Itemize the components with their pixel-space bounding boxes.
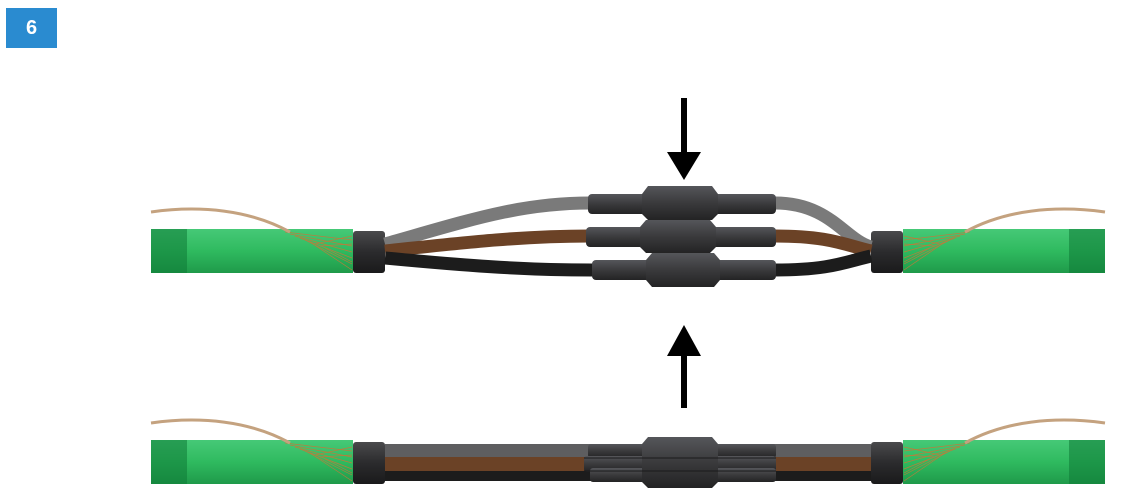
cable-jacket-end-shade: [151, 440, 187, 484]
screen-wires: [284, 442, 353, 482]
screen-drain-wire: [150, 207, 291, 234]
screen-drain-wire: [964, 418, 1106, 445]
screen-drain-wire: [964, 207, 1106, 234]
stage-separated: [150, 98, 1106, 287]
screen-wires: [284, 231, 353, 271]
left-cable-top: [150, 207, 385, 273]
shrink-sleeves-joined: [584, 437, 776, 488]
shrink-sleeve-2: [586, 220, 776, 253]
stage-joined: [150, 418, 1106, 488]
left-cable-bottom: [150, 418, 385, 484]
screen-wires: [903, 442, 971, 482]
shrink-sleeve-1: [588, 186, 776, 220]
cable-jacket-end-shade: [1069, 440, 1105, 484]
shrink-sleeve-3: [592, 253, 776, 287]
end-cap: [871, 231, 903, 273]
screen-wires: [903, 231, 971, 271]
step-number-badge: 6: [6, 8, 57, 48]
core-black: [384, 249, 873, 277]
right-cable-bottom: [871, 418, 1106, 484]
cable-jacket-end-shade: [1069, 229, 1105, 273]
end-cap: [353, 231, 385, 273]
arrow-down-icon: [667, 98, 701, 180]
arrow-up-icon: [667, 325, 701, 408]
screen-drain-wire: [150, 418, 291, 445]
right-cable-top: [871, 207, 1106, 273]
end-cap: [353, 442, 385, 484]
end-cap: [871, 442, 903, 484]
cable-jacket-end-shade: [151, 229, 187, 273]
core-brown: [384, 229, 873, 258]
